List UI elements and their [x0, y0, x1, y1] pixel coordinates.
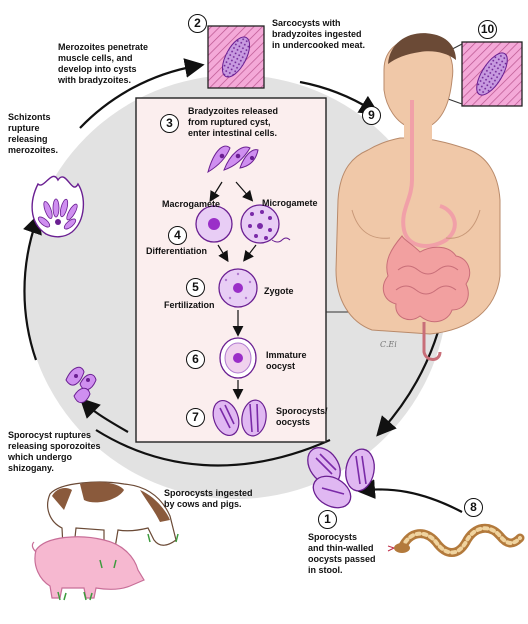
arrow-sporozoites-to-schizont [79, 397, 129, 433]
schizonts-label: Schizonts rupture releasing merozoites. [8, 112, 59, 155]
grass-icon [57, 533, 179, 601]
step-10-number: 10 [478, 20, 497, 39]
stool-sporocysts-icon [307, 447, 375, 509]
muscle-sarcocyst-icon [411, 41, 523, 107]
step-9-number: 9 [362, 106, 381, 125]
step-7-number: 7 [186, 408, 205, 427]
arrow-stool-to-animals [95, 429, 331, 467]
bradyzoites-icon [207, 145, 259, 174]
microgamete-label: Microgamete [262, 198, 318, 208]
step-4-label: Differentiation [146, 246, 208, 256]
immature-oocyst-icon [219, 337, 257, 379]
step-5-number: 5 [186, 278, 205, 297]
step-4-number: 4 [168, 226, 187, 245]
step-3-label: Bradyzoites released from ruptured cyst,… [188, 106, 279, 138]
sarcocyst-icon [207, 25, 265, 89]
intestinal-stage-panel [135, 97, 408, 443]
sporocysts-icon [212, 399, 267, 437]
step-1-label: Sporocysts and thin-walled oocysts passe… [308, 532, 376, 575]
schizont-icon [31, 175, 85, 238]
macrogamete-icon [195, 205, 233, 243]
microgamete-icon [240, 204, 291, 244]
step-8-number: 8 [464, 498, 483, 517]
arrow-snake-to-stool [355, 479, 463, 513]
macrogamete-label: Macrogamete [162, 199, 221, 209]
step-6-number: 6 [186, 350, 205, 369]
step-3-number: 3 [160, 114, 179, 133]
step-2-label: Sarcocysts with bradyzoites ingested in … [272, 18, 366, 50]
sporocysts-ingested-label: Sporocysts ingested by cows and pigs. [164, 488, 253, 509]
step-6-label: Immature oocyst [266, 350, 307, 371]
arrow-schizont-up [23, 213, 42, 361]
step-2-number: 2 [188, 14, 207, 33]
step-1-number: 1 [318, 510, 337, 529]
zygote-label: Zygote [264, 286, 294, 296]
pig-icon [31, 536, 145, 599]
step-7-label: Sporocysts/ oocysts [276, 406, 328, 427]
human-host-icon [335, 33, 501, 361]
cow-icon [47, 481, 177, 567]
sporocyst-ruptures-label: Sporocyst ruptures releasing sporozoites… [8, 430, 101, 473]
zygote-icon [218, 268, 258, 308]
snake-icon [387, 523, 525, 557]
arrow-merozoites-to-sarcocyst [79, 58, 205, 129]
sporozoites-icon [65, 366, 97, 403]
merozoites-label: Merozoites penetrate muscle cells, and d… [58, 42, 149, 85]
illustrator-signature: C.Ei [380, 340, 397, 349]
step-5-label: Fertilization [164, 300, 215, 310]
